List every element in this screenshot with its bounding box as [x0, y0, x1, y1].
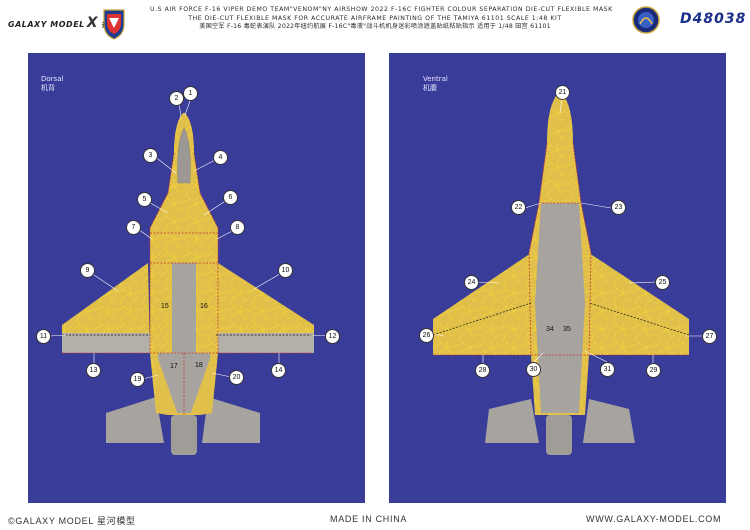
callout-10: 10 — [278, 263, 293, 278]
canopy — [177, 127, 191, 184]
callout-25: 25 — [655, 275, 670, 290]
team-roundel-icon — [632, 6, 660, 34]
callout-6: 6 — [223, 190, 238, 205]
callout-28: 28 — [475, 363, 490, 378]
ventral-label-en: Ventral — [423, 75, 448, 83]
ventral-panel: Ventral 机腹 — [389, 53, 726, 503]
footer-url: WWW.GALAXY-MODEL.COM — [586, 514, 722, 524]
brand-name: GALAXY MODEL — [8, 20, 85, 29]
title-block: U.S AIR FORCE F-16 VIPER DEMO TEAM"VENOM… — [150, 6, 613, 32]
ventral-label: Ventral 机腹 — [423, 75, 448, 93]
callout-21: 21 — [555, 85, 570, 100]
spine — [172, 263, 196, 353]
callout-1: 1 — [183, 86, 198, 101]
title-line-3: 美国空军 F-16 毒蛇表演队 2022年纽约航展 F-16C"毒液"战斗机机身… — [199, 23, 551, 31]
left-flaps — [62, 333, 150, 353]
nozzle — [171, 415, 197, 455]
section-18: 18 — [195, 362, 203, 369]
header: GALAXY MODELX银河 U.S AIR FORCE F-16 VIPER… — [0, 0, 750, 48]
callout-14: 14 — [271, 363, 286, 378]
callout-2: 2 — [169, 91, 184, 106]
right-flaps — [216, 333, 314, 353]
dorsal-label-en: Dorsal — [41, 75, 64, 83]
callout-30: 30 — [526, 362, 541, 377]
dorsal-label: Dorsal 机背 — [41, 75, 63, 93]
callout-26: 26 — [419, 328, 434, 343]
callout-13: 13 — [86, 363, 101, 378]
product-code: D48038 — [680, 11, 747, 27]
footer: ©GALAXY MODEL 星河模型 MADE IN CHINA WWW.GAL… — [0, 512, 750, 530]
callout-3: 3 — [143, 148, 158, 163]
title-line-1: U.S AIR FORCE F-16 VIPER DEMO TEAM"VENOM… — [150, 6, 613, 13]
intake — [535, 203, 585, 413]
right-stabilizer — [202, 397, 260, 443]
callout-27: 27 — [702, 329, 717, 344]
callout-24: 24 — [464, 275, 479, 290]
brand-x: X — [86, 15, 99, 31]
left-stabilizer — [106, 397, 164, 443]
callout-7: 7 — [126, 220, 141, 235]
title-line-2: THE DIE-CUT FLEXIBLE MASK FOR ACCURATE A… — [188, 14, 562, 22]
callout-20: 20 — [229, 370, 244, 385]
ventral-label-cn: 机腹 — [423, 84, 437, 92]
callout-8: 8 — [230, 220, 245, 235]
footer-made-in: MADE IN CHINA — [330, 514, 408, 524]
callout-9: 9 — [80, 263, 95, 278]
callout-5: 5 — [137, 192, 152, 207]
footer-copyright: ©GALAXY MODEL 星河模型 — [8, 516, 136, 526]
callout-29: 29 — [646, 363, 661, 378]
dorsal-label-cn: 机背 — [41, 84, 55, 92]
ventral-aircraft-diagram — [432, 91, 702, 455]
section-17: 17 — [170, 363, 178, 370]
callout-31: 31 — [600, 362, 615, 377]
callout-19: 19 — [130, 372, 145, 387]
squadron-shield-icon — [103, 9, 125, 40]
dorsal-aircraft-diagram — [49, 97, 330, 455]
section-34: 34 — [546, 326, 554, 333]
callout-4: 4 — [213, 150, 228, 165]
callout-12: 12 — [325, 329, 340, 344]
dorsal-panel: Dorsal 机背 — [28, 53, 365, 503]
section-35: 35 — [563, 326, 571, 333]
section-15: 15 — [161, 303, 169, 310]
callout-11: 11 — [36, 329, 51, 344]
callout-22: 22 — [511, 200, 526, 215]
section-16: 16 — [200, 303, 208, 310]
callout-23: 23 — [611, 200, 626, 215]
